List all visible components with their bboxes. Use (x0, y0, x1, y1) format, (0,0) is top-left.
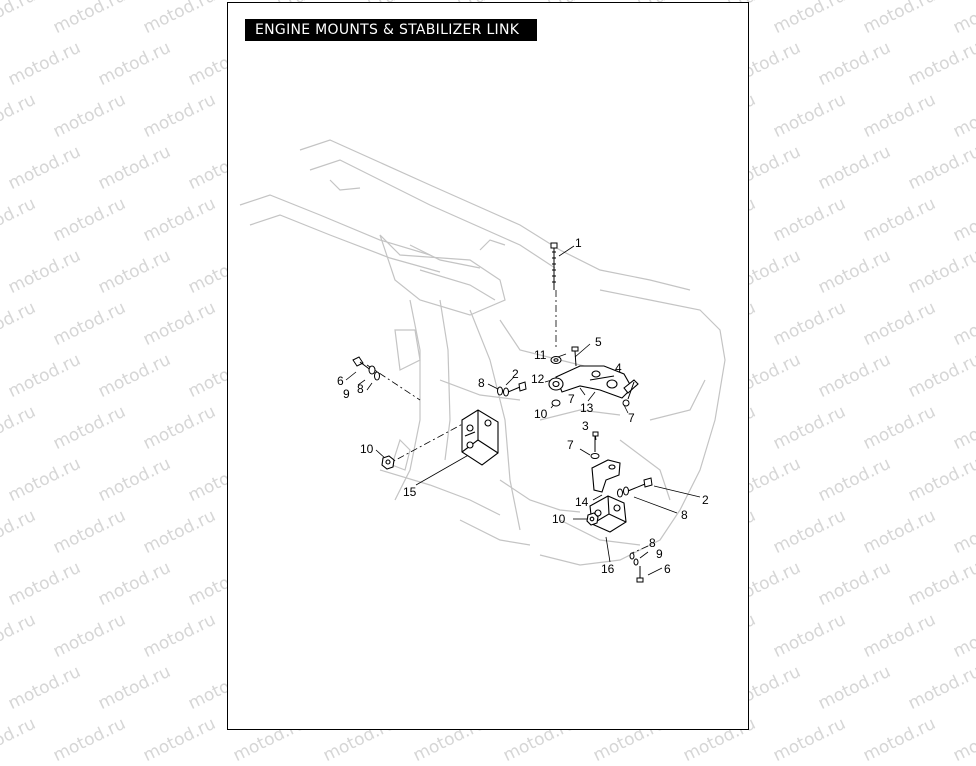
callout-14: 14 (575, 495, 589, 509)
callout-8: 8 (681, 508, 688, 522)
frame-sketch (239, 139, 726, 566)
callout-7: 7 (567, 438, 574, 452)
diagram-title: ENGINE MOUNTS & STABILIZER LINK (245, 19, 537, 41)
callout-7: 7 (568, 392, 575, 406)
callout-10: 10 (534, 407, 548, 421)
callout-4: 4 (615, 361, 622, 375)
callout-8: 8 (649, 536, 656, 550)
callout-16: 16 (601, 562, 615, 576)
part-rear-mount-16 (589, 495, 627, 533)
callout-8: 8 (478, 376, 485, 390)
callout-2: 2 (702, 493, 709, 507)
part-rear-bracket-14 (591, 459, 621, 493)
part-bolt-left-upper (352, 356, 380, 381)
callout-3: 3 (582, 419, 589, 433)
callout-1: 1 (575, 236, 582, 250)
part-nut-10-mid (551, 399, 561, 407)
part-bolt-long (550, 242, 558, 290)
part-bolt-3 (590, 431, 600, 459)
callout-6: 6 (664, 562, 671, 576)
leader-lines (345, 245, 701, 576)
callout-13: 13 (580, 401, 594, 415)
callout-10: 10 (552, 512, 566, 526)
callout-7: 7 (628, 411, 635, 425)
callout-9: 9 (656, 547, 663, 561)
callout-15: 15 (403, 485, 417, 499)
part-bolt-5 (571, 346, 579, 367)
part-nut-10-left (381, 455, 395, 470)
part-front-mount-15 (461, 409, 499, 466)
part-stabilizer-link-13 (548, 365, 639, 399)
diagram-frame (227, 2, 749, 730)
callout-5: 5 (595, 335, 602, 349)
part-bolt-2-lower (617, 477, 653, 498)
part-bolt-4 (622, 381, 635, 407)
callout-11: 11 (534, 348, 547, 362)
part-washer-11 (550, 356, 562, 364)
callout-6: 6 (337, 374, 344, 388)
callout-8: 8 (357, 382, 364, 396)
callout-2: 2 (512, 367, 519, 381)
part-nut-10-right (586, 512, 599, 526)
callout-10: 10 (360, 442, 374, 456)
part-bolt-6-lower (629, 552, 644, 583)
callout-9: 9 (343, 387, 350, 401)
callout-12: 12 (531, 372, 545, 386)
part-bolt-2-upper (497, 381, 527, 397)
exploded-parts-drawing (239, 139, 726, 583)
